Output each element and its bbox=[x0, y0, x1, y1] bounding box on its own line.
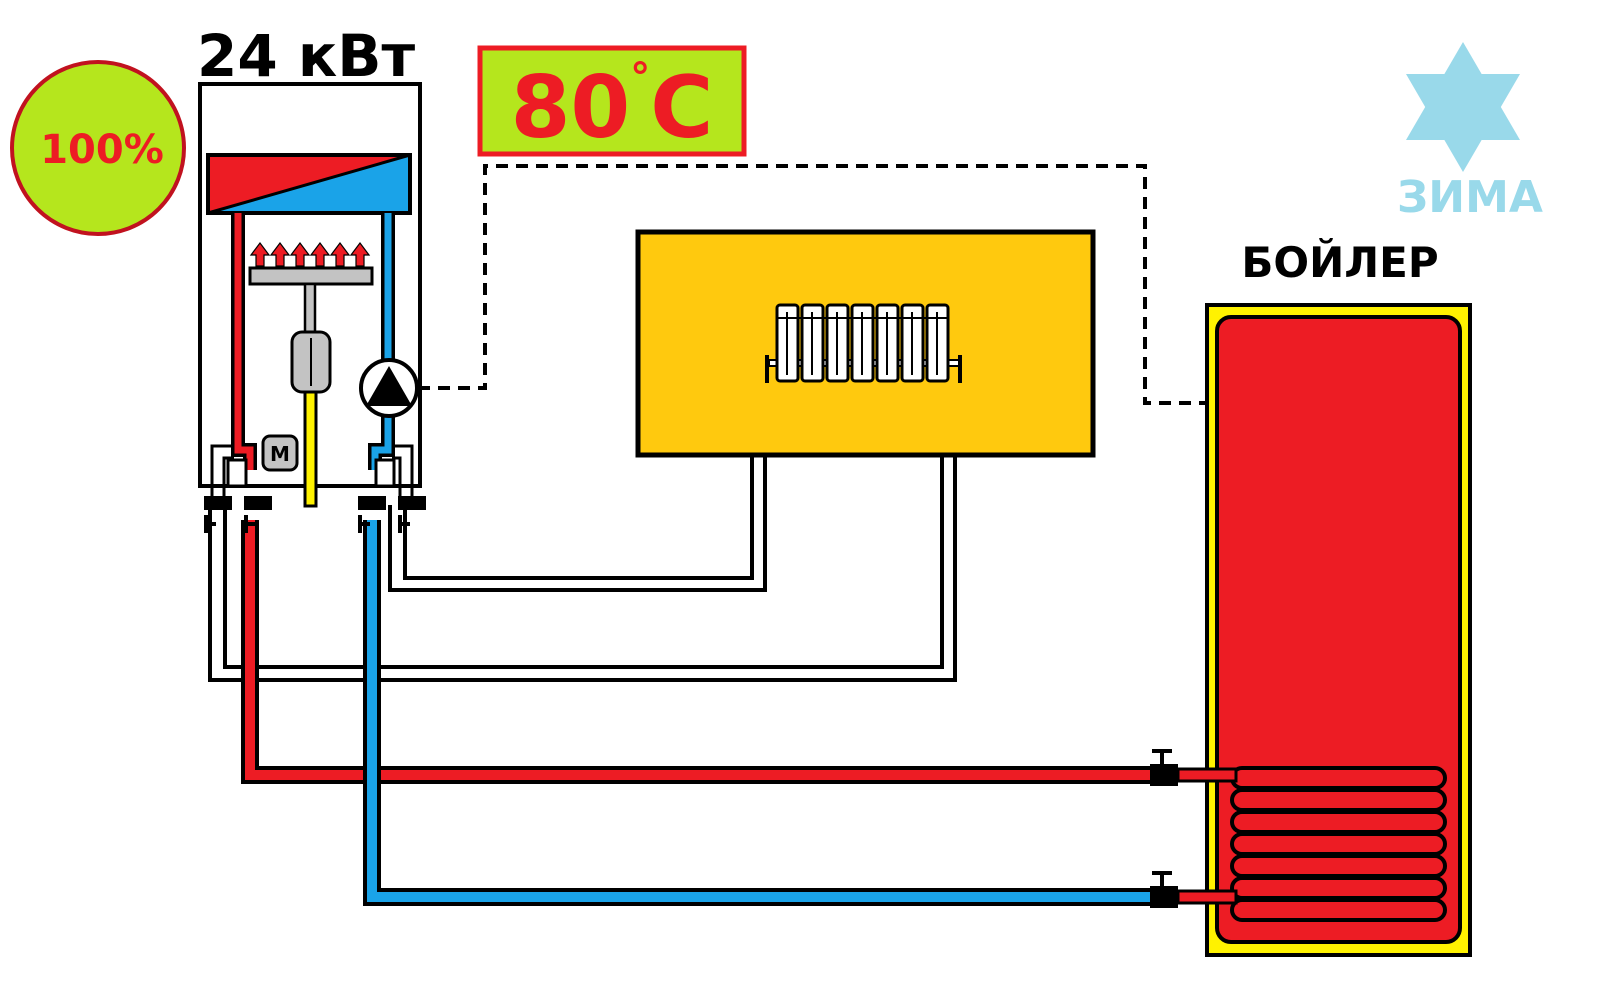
water-heater-tank bbox=[1176, 303, 1472, 957]
season-label: ЗИМА bbox=[1397, 172, 1543, 223]
temperature-degree: ° bbox=[630, 55, 650, 101]
temperature-unit: C bbox=[650, 58, 713, 158]
season-indicator: ЗИМА bbox=[1397, 42, 1543, 223]
hot-pipe bbox=[241, 520, 1155, 784]
heating-circuit-pipes bbox=[208, 455, 957, 682]
circulation-pump-icon bbox=[359, 358, 419, 418]
water-heater-label: БОЙЛЕР bbox=[1241, 237, 1438, 287]
flame-arrows bbox=[249, 242, 371, 267]
power-label: 24 кВт bbox=[197, 22, 415, 90]
temperature-badge: 80°C bbox=[477, 45, 747, 158]
temperature-value: 80 bbox=[511, 58, 631, 158]
snowflake-icon bbox=[1406, 42, 1520, 172]
boiler-coil-pipes bbox=[241, 520, 1178, 908]
load-percent-value: 100% bbox=[40, 127, 164, 173]
gas-pipe bbox=[303, 390, 318, 508]
outlet-valves bbox=[204, 496, 426, 533]
heating-zone bbox=[635, 229, 1096, 458]
coil-valve-cold bbox=[1150, 871, 1178, 908]
radiator-icon bbox=[765, 303, 962, 383]
svg-text:80°C: 80°C bbox=[511, 55, 714, 158]
motor-label: M bbox=[270, 442, 290, 466]
heat-exchanger bbox=[206, 153, 412, 215]
load-percent-badge: 100% bbox=[10, 60, 186, 236]
coil-valve-hot bbox=[1150, 749, 1178, 786]
three-way-valve-motor: M bbox=[261, 434, 299, 472]
gas-boiler-unit: M bbox=[198, 82, 426, 533]
tank-coil bbox=[1230, 766, 1447, 922]
